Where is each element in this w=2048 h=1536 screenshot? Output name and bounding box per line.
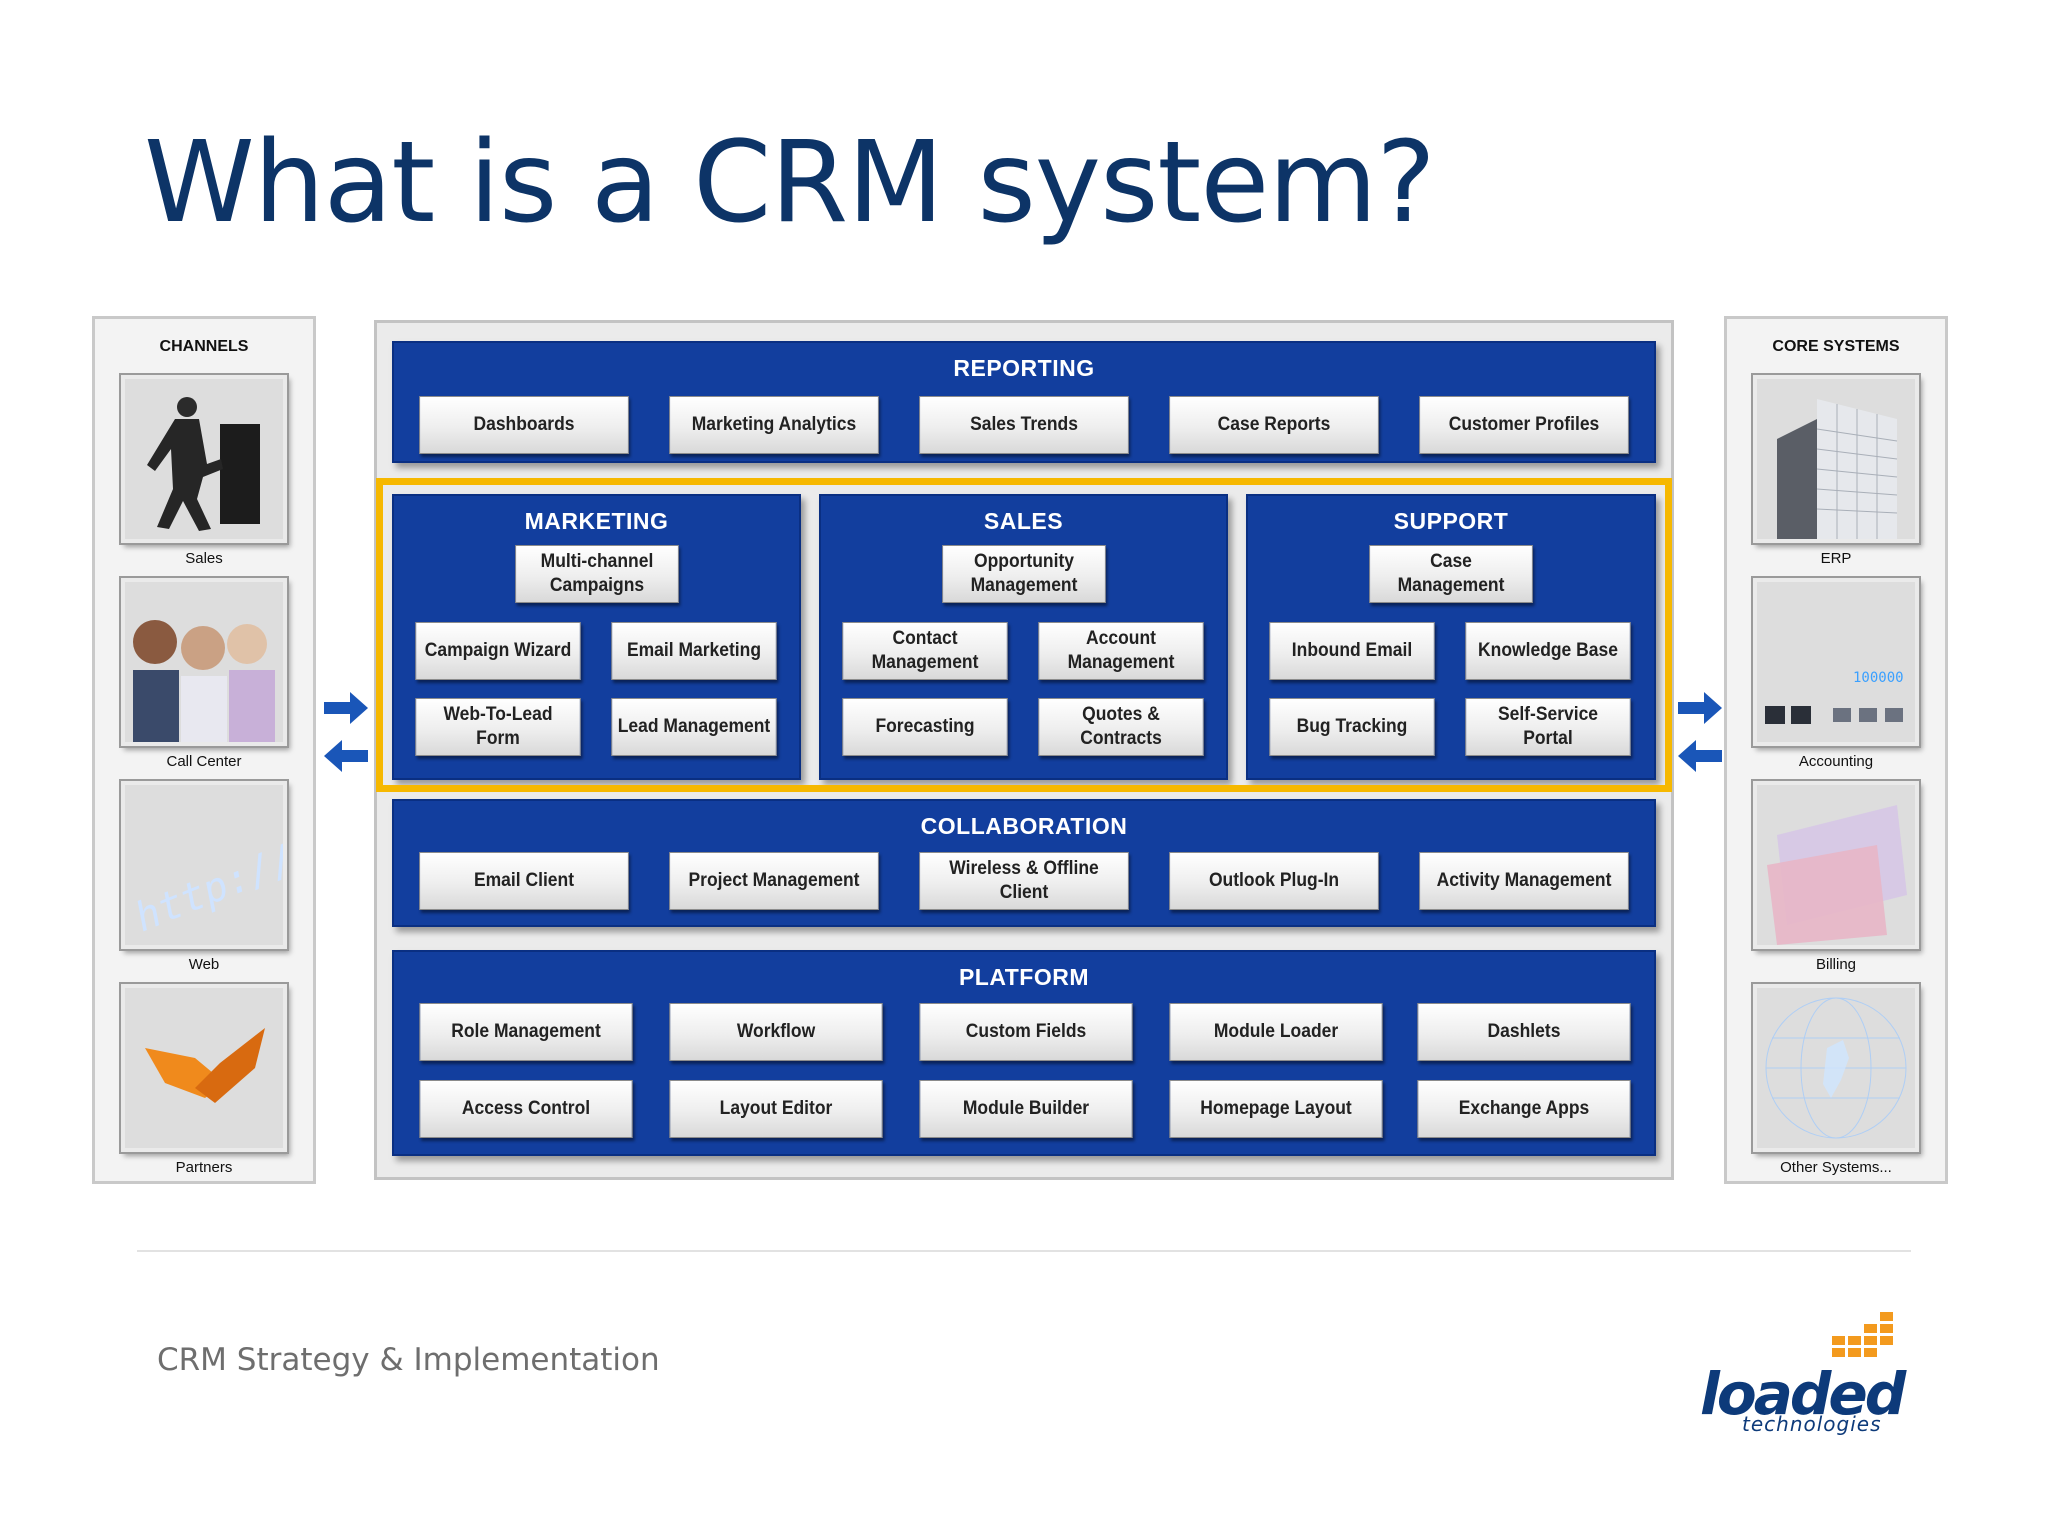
support-knowledge-base-button[interactable]: Knowledge Base	[1465, 622, 1631, 680]
sales-image	[119, 373, 289, 545]
reporting-dashboards-button[interactable]: Dashboards	[419, 396, 629, 454]
platform-dashlets-button[interactable]: Dashlets	[1417, 1003, 1631, 1061]
core-erp-tile: ERP	[1751, 373, 1921, 567]
channel-sales-label: Sales	[185, 550, 223, 567]
sales-band: SALES Opportunity Management Contact Man…	[819, 494, 1228, 780]
core-other-tile: Other Systems...	[1751, 982, 1921, 1176]
handshake-icon	[145, 1028, 265, 1103]
channel-web-tile: http://www Web	[119, 779, 289, 973]
reporting-case-reports-button[interactable]: Case Reports	[1169, 396, 1379, 454]
footer-text: CRM Strategy & Implementation	[157, 1342, 660, 1378]
marketing-band: MARKETING Multi-channel Campaigns Campai…	[392, 494, 801, 780]
marketing-multichannel-campaigns-button[interactable]: Multi-channel Campaigns	[515, 545, 679, 603]
partners-image	[119, 982, 289, 1154]
platform-band: PLATFORM Role Management Workflow Custom…	[392, 950, 1656, 1156]
arrow-right-icon	[1678, 692, 1722, 724]
footer-divider	[137, 1250, 1911, 1252]
sales-forecasting-button[interactable]: Forecasting	[842, 698, 1008, 756]
channels-panel: CHANNELS Sales Call Center http://www	[92, 316, 316, 1184]
documents-icon	[1767, 805, 1907, 945]
reporting-sales-trends-button[interactable]: Sales Trends	[919, 396, 1129, 454]
reporting-marketing-analytics-button[interactable]: Marketing Analytics	[669, 396, 879, 454]
other-systems-image	[1751, 982, 1921, 1154]
accounting-image: 100000	[1751, 576, 1921, 748]
platform-access-control-button[interactable]: Access Control	[419, 1080, 633, 1138]
reporting-customer-profiles-button[interactable]: Customer Profiles	[1419, 396, 1629, 454]
channel-sales-tile: Sales	[119, 373, 289, 567]
reporting-title: REPORTING	[953, 355, 1095, 381]
sales-quotes-contracts-button[interactable]: Quotes & Contracts	[1038, 698, 1204, 756]
globe-icon	[1765, 997, 1907, 1139]
core-systems-panel: CORE SYSTEMS ERP 100000	[1724, 316, 1948, 1184]
url-text: http://www	[129, 808, 283, 942]
core-erp-label: ERP	[1820, 550, 1852, 567]
sales-title: SALES	[983, 508, 1064, 534]
marketing-title: MARKETING	[524, 508, 669, 534]
collaboration-title: COLLABORATION	[920, 813, 1128, 839]
core-accounting-label: Accounting	[1798, 753, 1874, 770]
collab-email-client-button[interactable]: Email Client	[419, 852, 629, 910]
support-bug-tracking-button[interactable]: Bug Tracking	[1269, 698, 1435, 756]
sales-account-management-button[interactable]: Account Management	[1038, 622, 1204, 680]
erp-image	[1751, 373, 1921, 545]
core-billing-label: Billing	[1815, 956, 1857, 973]
platform-module-builder-button[interactable]: Module Builder	[919, 1080, 1133, 1138]
arrow-left-icon	[1678, 740, 1722, 772]
sales-opportunity-management-button[interactable]: Opportunity Management	[942, 545, 1106, 603]
billing-image	[1751, 779, 1921, 951]
reporting-band: REPORTING Dashboards Marketing Analytics…	[392, 341, 1656, 463]
arrow-right-icon	[324, 692, 368, 724]
sales-contact-management-button[interactable]: Contact Management	[842, 622, 1008, 680]
collaboration-band: COLLABORATION Email Client Project Manag…	[392, 799, 1656, 927]
logo-subtext: technologies	[1742, 1412, 1882, 1436]
headset-agents-icon	[133, 620, 275, 742]
platform-homepage-layout-button[interactable]: Homepage Layout	[1169, 1080, 1383, 1138]
building-icon	[1777, 399, 1898, 539]
marketing-campaign-wizard-button[interactable]: Campaign Wizard	[415, 622, 581, 680]
channels-heading: CHANNELS	[159, 338, 249, 355]
channel-web-label: Web	[188, 956, 220, 973]
channel-call-center-label: Call Center	[166, 753, 242, 770]
channel-call-center-tile: Call Center	[119, 576, 289, 770]
support-title: SUPPORT	[1393, 508, 1509, 534]
support-inbound-email-button[interactable]: Inbound Email	[1269, 622, 1435, 680]
page-title: What is a CRM system?	[144, 118, 1436, 248]
platform-exchange-apps-button[interactable]: Exchange Apps	[1417, 1080, 1631, 1138]
web-image: http://www	[119, 779, 289, 951]
channel-partners-tile: Partners	[119, 982, 289, 1176]
collab-wireless-offline-client-button[interactable]: Wireless & Offline Client	[919, 852, 1129, 910]
platform-module-loader-button[interactable]: Module Loader	[1169, 1003, 1383, 1061]
platform-title: PLATFORM	[958, 964, 1090, 990]
support-self-service-portal-button[interactable]: Self-Service Portal	[1465, 698, 1631, 756]
core-systems-heading: CORE SYSTEMS	[1772, 338, 1900, 355]
collab-activity-management-button[interactable]: Activity Management	[1419, 852, 1629, 910]
channel-partners-label: Partners	[175, 1159, 233, 1176]
marketing-lead-management-button[interactable]: Lead Management	[611, 698, 777, 756]
platform-layout-editor-button[interactable]: Layout Editor	[669, 1080, 883, 1138]
platform-workflow-button[interactable]: Workflow	[669, 1003, 883, 1061]
arrow-left-icon	[324, 740, 368, 772]
calculator-display: 100000	[1853, 670, 1904, 686]
platform-role-management-button[interactable]: Role Management	[419, 1003, 633, 1061]
core-billing-tile: Billing	[1751, 779, 1921, 973]
loaded-technologies-logo: loaded technologies	[1700, 1306, 1910, 1440]
marketing-web-to-lead-form-button[interactable]: Web-To-Lead Form	[415, 698, 581, 756]
logo-wordmark: loaded	[1700, 1360, 1906, 1428]
support-band: SUPPORT Case Management Inbound Email Kn…	[1246, 494, 1656, 780]
businessman-icon	[147, 397, 260, 531]
support-case-management-button[interactable]: Case Management	[1369, 545, 1533, 603]
marketing-email-marketing-button[interactable]: Email Marketing	[611, 622, 777, 680]
core-accounting-tile: 100000 Accounting	[1751, 576, 1921, 770]
collab-project-management-button[interactable]: Project Management	[669, 852, 879, 910]
platform-custom-fields-button[interactable]: Custom Fields	[919, 1003, 1133, 1061]
calculator-icon: 100000	[1765, 670, 1904, 724]
core-other-label: Other Systems...	[1780, 1159, 1892, 1176]
call-center-image	[119, 576, 289, 748]
collab-outlook-plugin-button[interactable]: Outlook Plug-In	[1169, 852, 1379, 910]
